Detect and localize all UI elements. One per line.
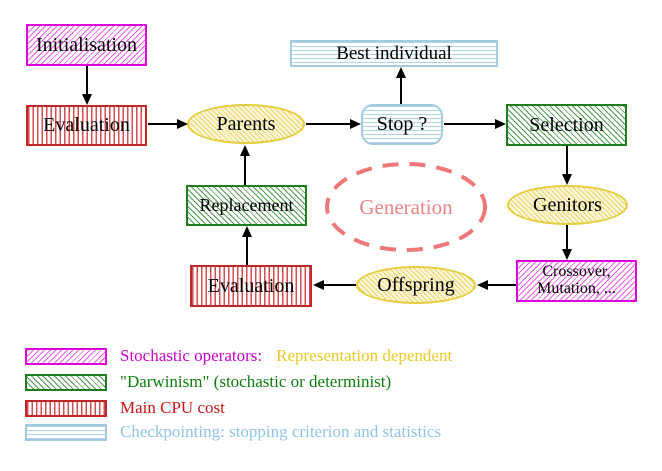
arrow-crossover-to-offspring-head bbox=[477, 280, 488, 290]
crossover-line2: Mutation, ... bbox=[537, 280, 616, 297]
crossover-line1: Crossover, bbox=[542, 263, 611, 281]
legend-text-checkpointing: Checkpointing: stopping criterion and st… bbox=[120, 422, 442, 441]
generation-dashed-ellipse bbox=[325, 162, 487, 252]
arrow-parents-to-stop-head bbox=[350, 119, 361, 129]
arrow-init-to-evaluation-line bbox=[86, 66, 88, 95]
legend-text-darwinism: "Darwinism" (stochastic or determinist) bbox=[120, 372, 392, 391]
arrow-evaluation-to-parents-line bbox=[148, 123, 177, 125]
node-evaluation-top: Evaluation bbox=[26, 105, 147, 146]
arrow-evaluation-to-replacement-line bbox=[246, 237, 248, 265]
node-replacement: Replacement bbox=[186, 185, 307, 226]
arrow-replacement-to-parents-head bbox=[240, 145, 250, 156]
node-best-individual: Best individual bbox=[290, 40, 498, 67]
arrow-stop-to-selection-line bbox=[444, 123, 495, 125]
legend-swatch-red-stripes bbox=[25, 399, 107, 417]
legend-swatch-green-hatch bbox=[25, 373, 107, 391]
node-parents: Parents bbox=[187, 104, 305, 144]
node-evaluation-bottom: Evaluation bbox=[190, 265, 312, 307]
node-initialisation: Initialisation bbox=[26, 24, 147, 66]
arrow-selection-to-genitors-head bbox=[562, 174, 572, 185]
arrow-offspring-to-evaluation-line bbox=[324, 284, 356, 286]
legend-row-darwinism: "Darwinism" (stochastic or determinist) bbox=[25, 372, 391, 392]
node-selection: Selection bbox=[506, 104, 627, 146]
legend-text-main-cpu-cost: Main CPU cost bbox=[120, 398, 225, 417]
legend-text-stochastic-operators: Stochastic operators: bbox=[120, 346, 263, 365]
arrow-evaluation-to-parents-head bbox=[177, 119, 188, 129]
arrow-crossover-to-offspring-line bbox=[488, 284, 516, 286]
arrow-genitors-to-crossover-head bbox=[562, 249, 572, 260]
legend-row-stochastic-operators: Stochastic operators: Representation dep… bbox=[25, 346, 452, 366]
node-stop: Stop ? bbox=[361, 104, 443, 145]
arrow-offspring-to-evaluation-head bbox=[313, 280, 324, 290]
node-genitors: Genitors bbox=[507, 185, 628, 225]
arrow-stop-to-selection-head bbox=[495, 119, 506, 129]
legend-swatch-magenta-hatch bbox=[25, 347, 107, 365]
node-offspring: Offspring bbox=[356, 266, 476, 304]
node-crossover-mutation: Crossover, Mutation, ... bbox=[516, 260, 637, 302]
arrow-replacement-to-parents-line bbox=[244, 156, 246, 185]
arrow-genitors-to-crossover-line bbox=[566, 225, 568, 249]
arrow-evaluation-to-replacement-head bbox=[242, 226, 252, 237]
arrow-stop-to-best-head bbox=[396, 67, 406, 78]
legend-row-checkpointing: Checkpointing: stopping criterion and st… bbox=[25, 422, 441, 442]
arrow-stop-to-best-line bbox=[400, 78, 402, 104]
arrow-parents-to-stop-line bbox=[306, 123, 350, 125]
arrow-init-to-evaluation-head bbox=[82, 94, 92, 105]
legend-text-representation-dependent: Representation dependent bbox=[276, 346, 453, 365]
arrow-selection-to-genitors-line bbox=[566, 146, 568, 174]
legend-swatch-cyan-stripes bbox=[25, 423, 107, 441]
legend-row-main-cpu-cost: Main CPU cost bbox=[25, 398, 225, 418]
generation-label: Generation bbox=[359, 194, 453, 219]
